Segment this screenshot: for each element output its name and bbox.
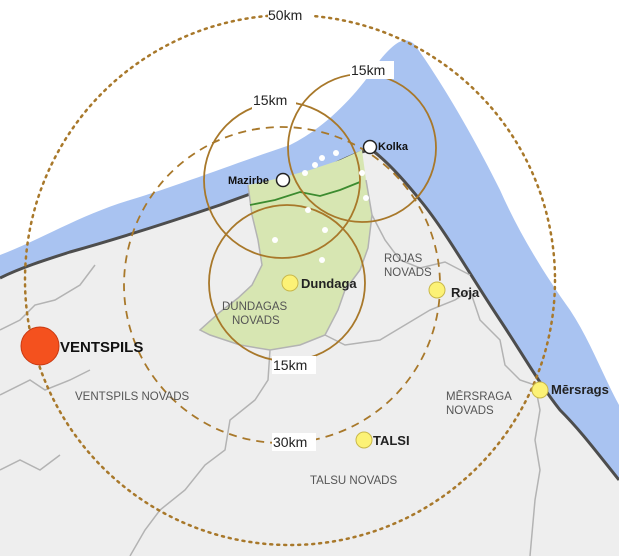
region-mersraga-label-line2: NOVADS xyxy=(446,405,494,417)
region-ventspils-label: VENTSPILS NOVADS xyxy=(75,391,190,403)
talsi-label: TALSI xyxy=(373,433,410,448)
ring-15km-northwest-label-bg xyxy=(252,91,296,109)
ring-15km-north-label-bg xyxy=(350,61,394,79)
region-talsu-label: TALSU NOVADS xyxy=(310,475,397,487)
mazirbe-label: Mazirbe xyxy=(228,175,269,187)
region-rojas-label: ROJAS xyxy=(384,253,423,265)
ring-labels: 50km 15km 15km 15km 30km xyxy=(252,6,394,451)
region-mersraga-label: MĒRSRAGA xyxy=(446,391,512,403)
roja-marker xyxy=(428,281,446,299)
ring-15km-north-label: 15km xyxy=(351,62,385,78)
sea-area xyxy=(0,40,619,480)
region-rojas-label-line2: NOVADS xyxy=(384,267,432,279)
mazirbe-marker xyxy=(275,172,291,188)
nature-park-border xyxy=(249,181,361,206)
land-area xyxy=(0,150,619,556)
ring-50km-label: 50km xyxy=(268,7,302,23)
mersrags-marker xyxy=(531,381,549,399)
dundaga-marker xyxy=(281,274,299,292)
region-dundagas-label: DUNDAGAS xyxy=(222,301,288,313)
towns: VENTSPILS Dundaga Roja Mērsrags TALSI Ma… xyxy=(20,139,609,449)
kolka-marker xyxy=(362,139,378,155)
ring-50km-label-bg xyxy=(268,6,312,24)
dundaga-label: Dundaga xyxy=(301,276,357,291)
kolka-label: Kolka xyxy=(378,141,409,153)
municipal-borders xyxy=(0,179,541,556)
village-dots xyxy=(272,150,369,263)
mersrags-label: Mērsrags xyxy=(551,382,609,397)
ring-15km-south-label: 15km xyxy=(273,357,307,373)
talsi-marker xyxy=(355,431,373,449)
ring-30km-label: 30km xyxy=(273,434,307,450)
ring-15km-south-label-bg xyxy=(272,356,316,374)
region-dundagas-label-line2: NOVADS xyxy=(232,315,280,327)
roja-label: Roja xyxy=(451,285,480,300)
ventspils-label: VENTSPILS xyxy=(60,339,143,356)
region-labels: DUNDAGAS NOVADS ROJAS NOVADS VENTSPILS N… xyxy=(75,253,512,487)
ring-15km-northwest-label: 15km xyxy=(253,92,287,108)
ventspils-marker xyxy=(20,326,60,366)
dundaga-municipality-area xyxy=(200,150,372,350)
ring-30km-label-bg xyxy=(272,433,316,451)
